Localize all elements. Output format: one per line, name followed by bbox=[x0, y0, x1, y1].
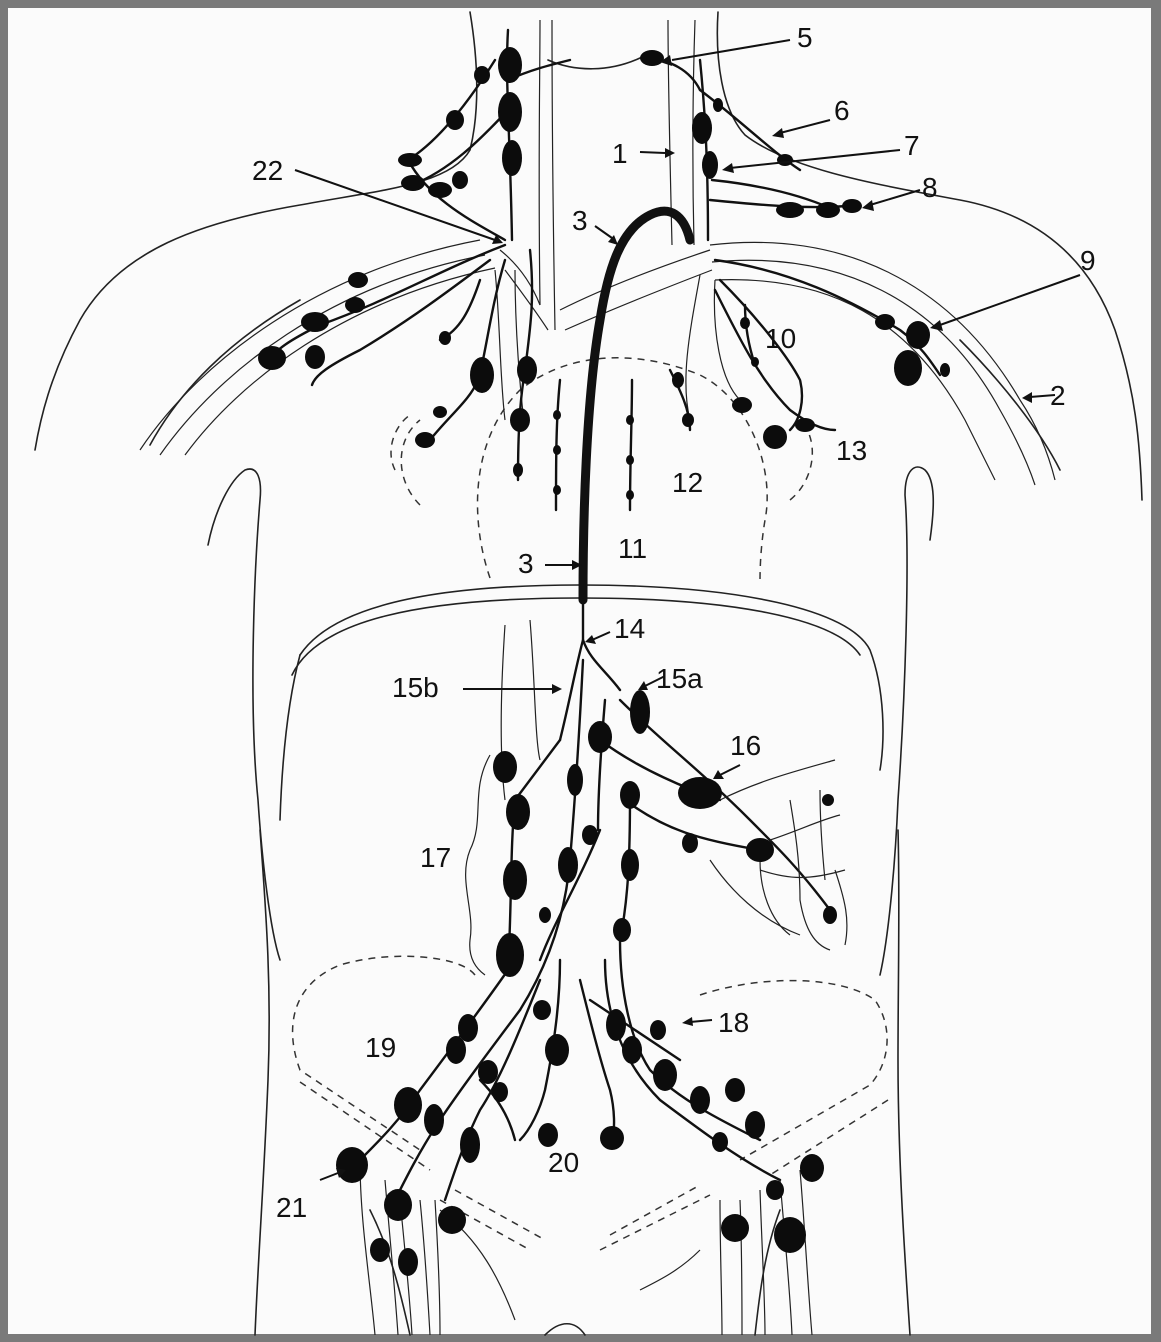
body-outline bbox=[35, 12, 1142, 1335]
label-18: 18 bbox=[718, 1007, 749, 1038]
label-7: 7 bbox=[904, 130, 920, 161]
label-3-upper: 3 bbox=[572, 205, 588, 236]
label-21: 21 bbox=[276, 1192, 307, 1223]
label-14: 14 bbox=[614, 613, 645, 644]
label-12: 12 bbox=[672, 467, 703, 498]
label-19: 19 bbox=[365, 1032, 396, 1063]
dashed-organ-outlines bbox=[293, 358, 888, 1250]
label-3-lower: 3 bbox=[518, 548, 534, 579]
label-15a: 15a bbox=[656, 663, 703, 694]
label-8: 8 bbox=[922, 172, 938, 203]
subclavian-vessels bbox=[140, 20, 1055, 485]
thoracic-duct bbox=[560, 211, 690, 740]
label-11: 11 bbox=[618, 533, 647, 564]
label-5: 5 bbox=[797, 22, 813, 53]
label-17: 17 bbox=[420, 842, 451, 873]
label-1: 1 bbox=[612, 138, 628, 169]
label-20: 20 bbox=[548, 1147, 579, 1178]
label-2: 2 bbox=[1050, 380, 1066, 411]
label-16: 16 bbox=[730, 730, 761, 761]
label-9: 9 bbox=[1080, 245, 1096, 276]
label-22: 22 bbox=[252, 155, 283, 186]
label-15b: 15b bbox=[392, 672, 439, 703]
label-6: 6 bbox=[834, 95, 850, 126]
label-10: 10 bbox=[765, 323, 796, 354]
label-13: 13 bbox=[836, 435, 867, 466]
